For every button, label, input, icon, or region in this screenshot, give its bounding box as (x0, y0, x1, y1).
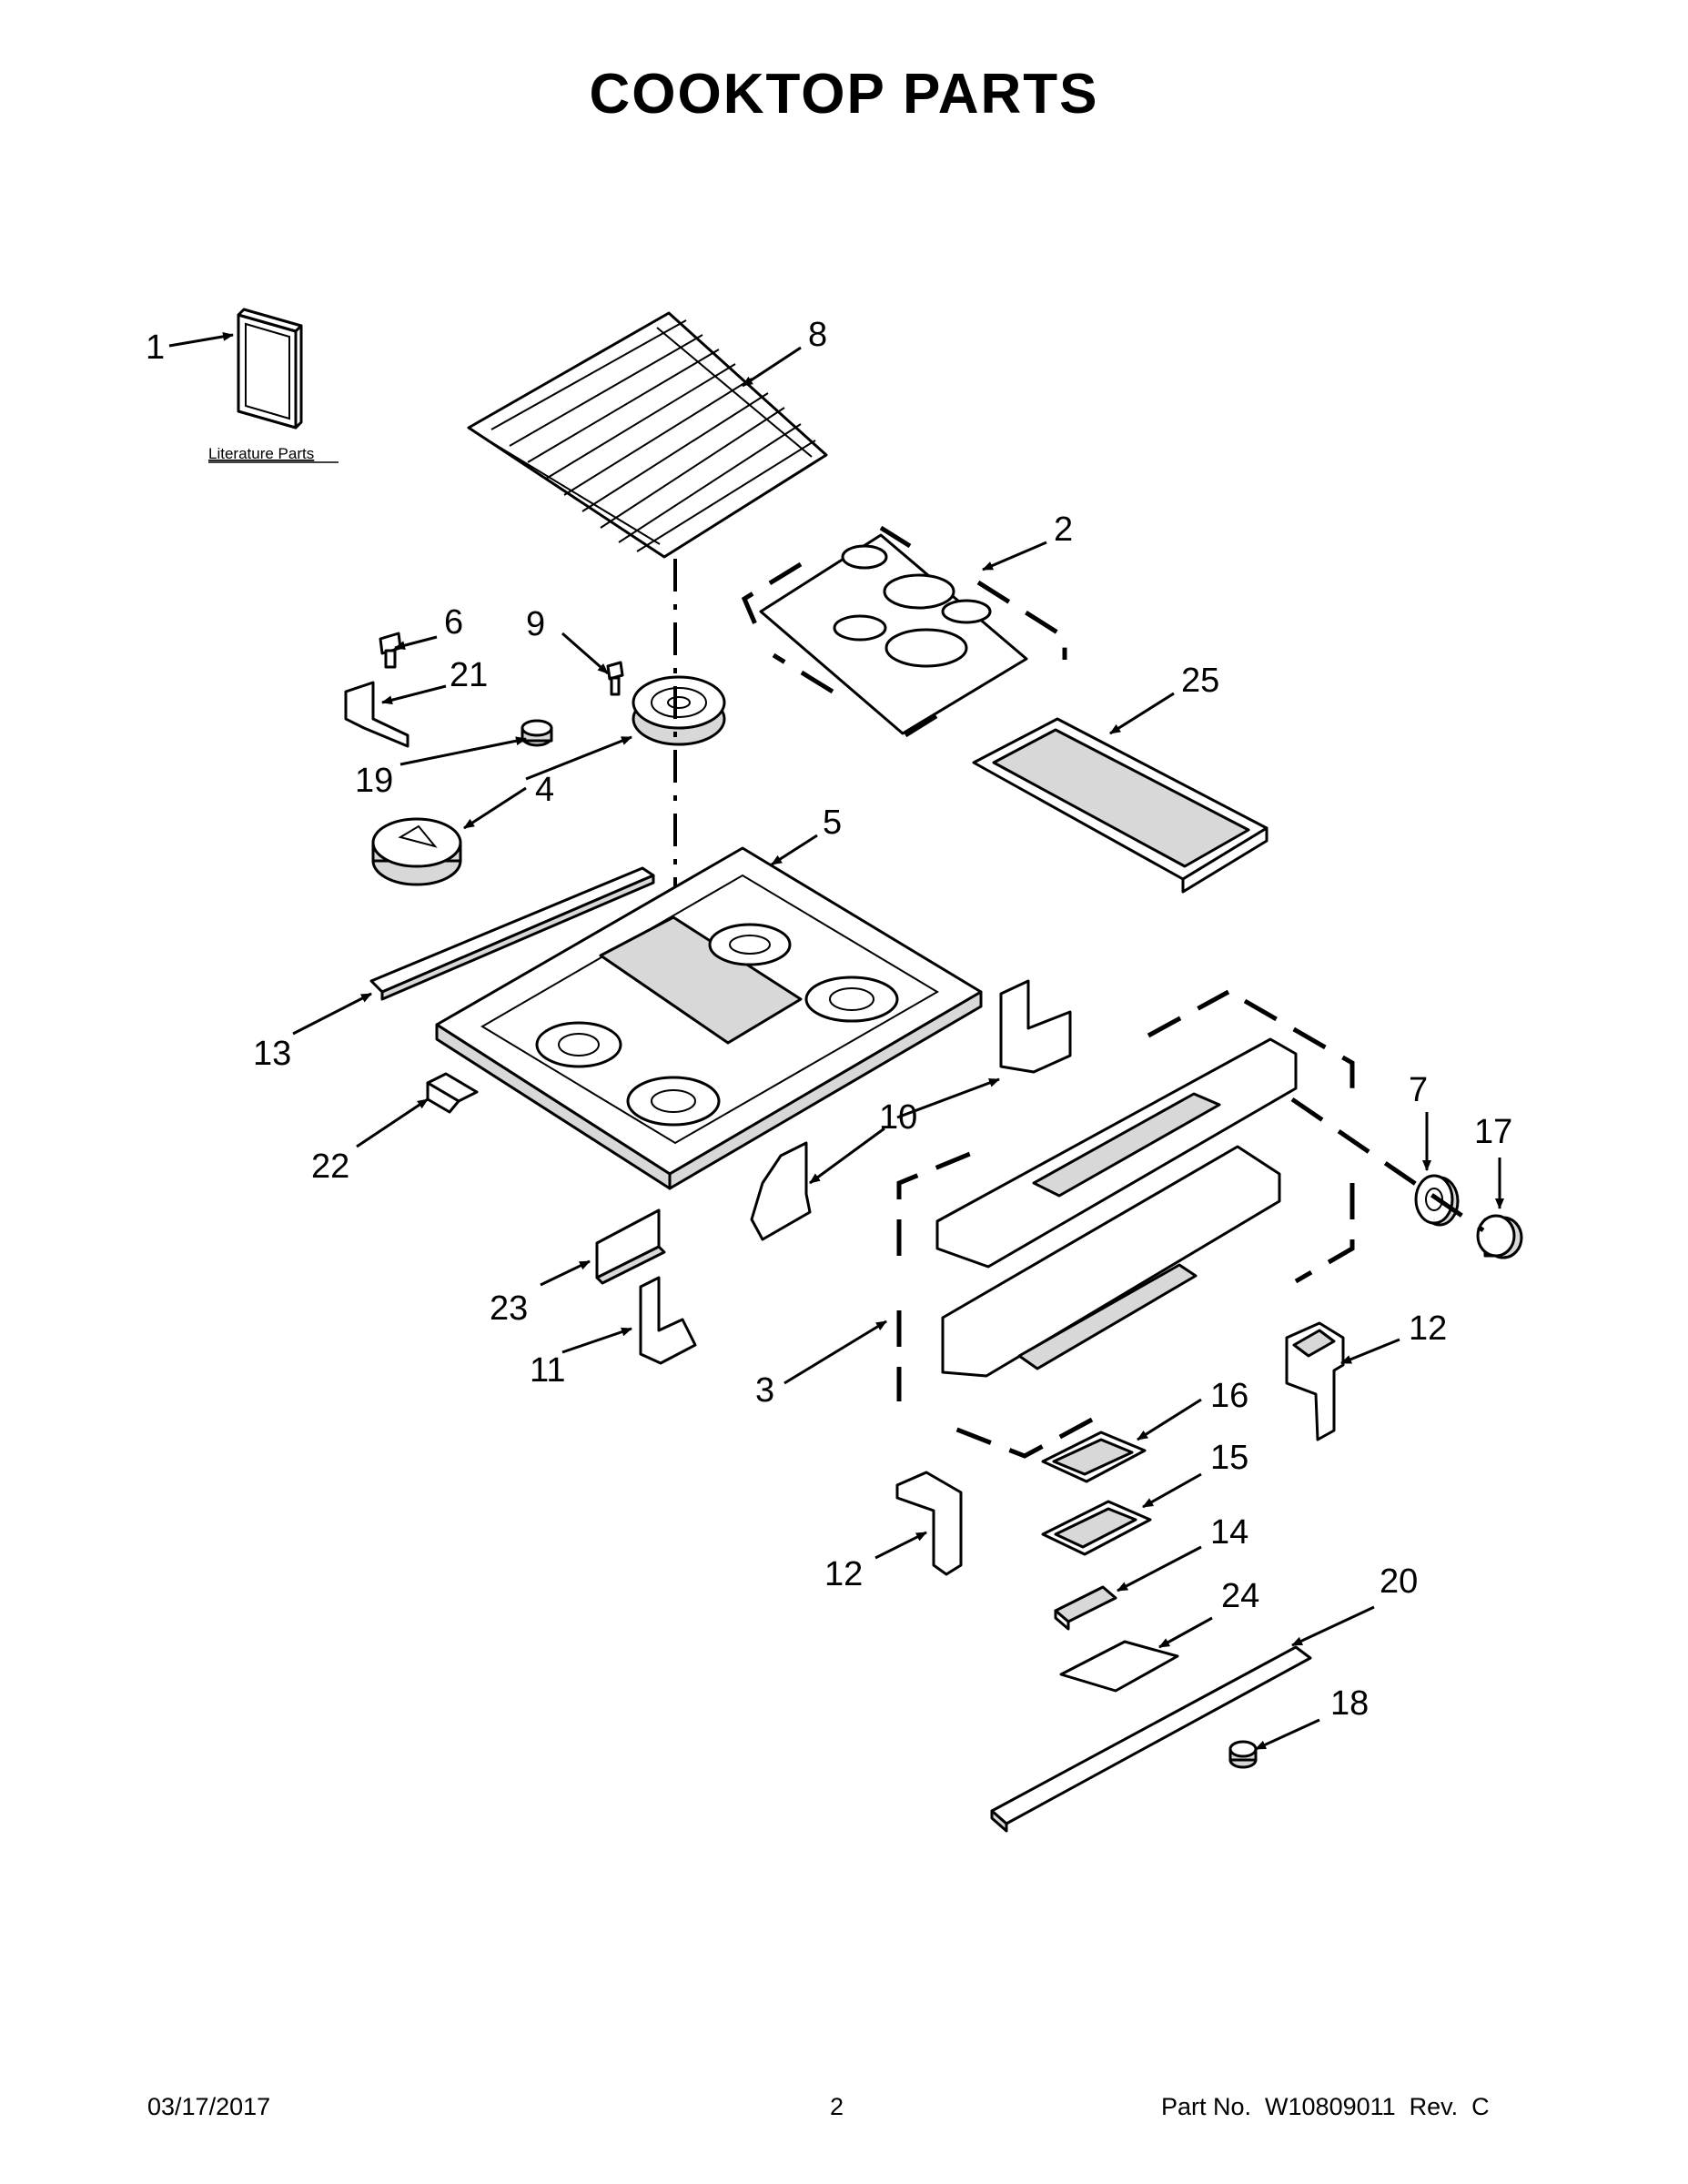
callout-23: 23 (490, 1289, 528, 1328)
callout-1: 1 (146, 329, 165, 367)
callout-8: 8 (808, 316, 827, 354)
callout-6: 6 (444, 603, 463, 642)
page-title: COOKTOP PARTS (589, 63, 1099, 126)
side-bracket-upper[interactable] (999, 979, 1072, 1074)
callout-3: 3 (755, 1371, 774, 1410)
l-bracket[interactable] (639, 1276, 697, 1365)
screw[interactable] (379, 632, 402, 669)
display-lens[interactable] (1041, 1431, 1147, 1483)
footer-part-number: Part No. W10809011 Rev. C (1161, 2093, 1490, 2120)
callout-22: 22 (311, 1148, 349, 1186)
callout-2: 2 (1054, 511, 1073, 549)
burner-head-upper[interactable] (632, 675, 726, 746)
burner-cap-small[interactable] (521, 719, 553, 747)
keypad[interactable] (1054, 1585, 1117, 1631)
callout-21: 21 (450, 656, 488, 694)
callout-11: 11 (530, 1351, 565, 1390)
callout-20: 20 (1380, 1562, 1418, 1601)
callout-4-lower: 4 (535, 771, 554, 809)
side-panel-right[interactable] (1285, 1321, 1345, 1441)
literature-booklet[interactable] (237, 308, 303, 430)
main-cooktop[interactable] (435, 846, 983, 1190)
callout-19: 19 (355, 762, 393, 800)
footer-page-number: 2 (830, 2093, 844, 2120)
control-board[interactable] (1041, 1500, 1152, 1556)
side-panel-left[interactable] (895, 1471, 963, 1576)
cooktop-glass-panel[interactable] (741, 525, 1067, 738)
callout-12-left: 12 (824, 1555, 863, 1593)
mounting-plate[interactable] (595, 1208, 666, 1285)
igniter-screw[interactable] (606, 661, 624, 696)
footer-date: 03/17/2017 (147, 2093, 271, 2120)
small-bracket[interactable] (426, 1072, 479, 1114)
literature-parts-label: Literature Parts (208, 445, 314, 462)
callout-14: 14 (1210, 1513, 1248, 1552)
callout-13: 13 (253, 1035, 291, 1073)
callout-12-right: 12 (1409, 1309, 1447, 1348)
callout-9: 9 (526, 605, 545, 643)
callout-16: 16 (1210, 1377, 1248, 1415)
callout-24: 24 (1221, 1577, 1259, 1615)
callout-10: 10 (879, 1098, 917, 1137)
callout-25: 25 (1181, 662, 1219, 700)
control-knob[interactable] (1476, 1214, 1523, 1259)
control-panel-assembly[interactable] (896, 989, 1355, 1459)
callout-7: 7 (1409, 1071, 1428, 1109)
callout-17: 17 (1474, 1113, 1512, 1151)
callout-18: 18 (1330, 1684, 1369, 1723)
rear-trim-strip[interactable] (369, 866, 655, 1001)
heat-shield[interactable] (1059, 1640, 1179, 1693)
griddle-tray[interactable] (972, 717, 1269, 894)
leader-lines (168, 331, 1504, 1751)
clip[interactable] (1228, 1740, 1258, 1769)
side-bracket-lower[interactable] (750, 1141, 812, 1241)
burner-bracket[interactable] (344, 681, 409, 748)
callout-15: 15 (1210, 1439, 1248, 1477)
front-trim-strip[interactable] (990, 1645, 1312, 1833)
callout-5: 5 (823, 804, 842, 842)
burner-base-lower[interactable] (371, 817, 462, 886)
grate[interactable] (467, 311, 828, 559)
